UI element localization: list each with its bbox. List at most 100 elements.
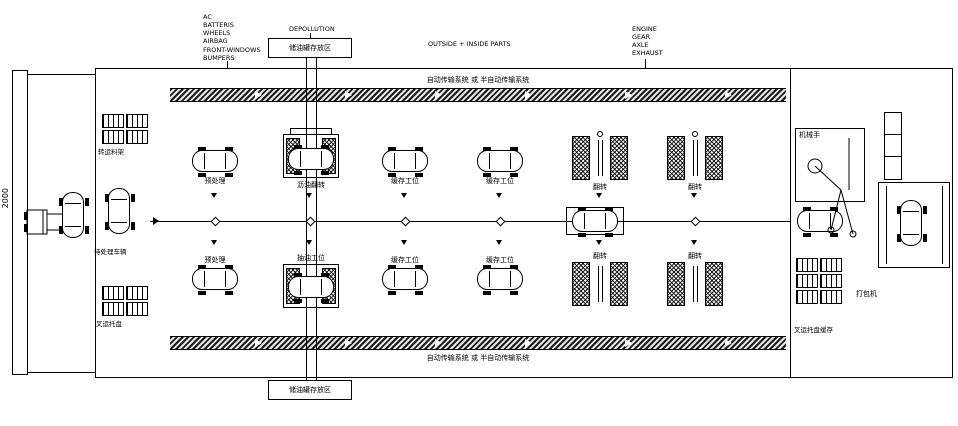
flow-triangle-icon — [596, 240, 602, 245]
oil-tank-storage-bottom-label: 储油罐存放区 — [289, 386, 331, 394]
tilter-hatch-block — [705, 262, 723, 306]
rack-top-label: 转运料架 — [98, 148, 124, 156]
car-icon — [288, 145, 334, 170]
tilter-hatch-block — [610, 262, 628, 306]
tilter-post — [602, 140, 603, 176]
tilter-hatch-block — [572, 136, 590, 180]
dimension-left-height: 2000 — [1, 188, 10, 209]
car-icon — [897, 200, 922, 246]
conveyor-bottom-label: 自动传输系统 或 半自动传输系统 — [426, 354, 530, 362]
pallet-rack-icon — [102, 130, 124, 144]
flow-triangle-icon — [691, 240, 697, 245]
baler-column-divider — [884, 156, 902, 157]
tilter-hatch-block — [572, 262, 590, 306]
baler-inner-line — [942, 186, 943, 264]
leader-line — [227, 61, 228, 68]
leader-line — [310, 33, 311, 38]
pallet-rack-icon — [796, 258, 818, 272]
car-icon — [192, 147, 238, 172]
oil-pipe-line — [316, 58, 317, 380]
section-divider — [790, 68, 791, 378]
tilter-hatch-block — [667, 262, 685, 306]
baler-column-divider — [884, 134, 902, 135]
pallet-rack-icon — [796, 290, 818, 304]
workshop-outline — [95, 68, 953, 378]
station-label: 缓存工位 — [486, 256, 514, 264]
flow-triangle-icon — [306, 193, 312, 198]
robot-arm-icon — [807, 138, 857, 238]
belt-arrow-icon — [625, 91, 632, 99]
tilter-hatch-block — [667, 136, 685, 180]
belt-arrow-icon — [725, 91, 732, 99]
car-icon — [59, 192, 84, 238]
station-label: 翻转 — [688, 183, 702, 191]
tilter-hatch-block — [705, 136, 723, 180]
robot-label: 机械手 — [799, 131, 820, 139]
car-icon — [192, 265, 238, 290]
leader-line — [645, 59, 646, 68]
station-label: 翻转 — [688, 252, 702, 260]
car-icon — [572, 207, 618, 232]
belt-arrow-icon — [255, 91, 262, 99]
car-icon — [105, 188, 130, 234]
flow-triangle-icon — [496, 240, 502, 245]
belt-arrow-icon — [435, 91, 442, 99]
flow-triangle-icon — [401, 240, 407, 245]
tilter-post — [598, 266, 599, 302]
robot-cell — [795, 128, 865, 202]
pallet-rack-icon — [126, 130, 148, 144]
wall-connector-bottom — [28, 372, 95, 373]
belt-arrow-icon — [345, 339, 352, 347]
tilter-hatch-block — [610, 136, 628, 180]
annotation-top-right-parts: ENGINE GEAR AXLE EXHAUST — [632, 25, 663, 58]
belt-arrow-icon — [725, 339, 732, 347]
pallet-rack-icon — [820, 258, 842, 272]
belt-arrow-icon — [625, 339, 632, 347]
station-label: 预处理 — [204, 256, 226, 264]
flow-triangle-icon — [401, 193, 407, 198]
pallet-rack-icon — [820, 290, 842, 304]
baler-inner-line — [886, 186, 887, 264]
center-axis-line — [150, 221, 790, 222]
tilter-post — [697, 266, 698, 302]
annotation-top-left-parts: AC BATTERIS WHEELS AIRBAG FRONT-WINDOWS … — [203, 13, 261, 62]
tilter-post — [598, 140, 599, 176]
oil-tank-storage-top-label: 储油罐存放区 — [289, 44, 331, 52]
station-label: 沥油翻转 — [297, 181, 325, 189]
pallet-rack-icon — [102, 114, 124, 128]
pallet-rack-icon — [102, 302, 124, 316]
station-label: 翻转 — [593, 252, 607, 260]
oil-extract-frame — [283, 264, 339, 308]
forklift-icon — [24, 209, 62, 235]
axis-arrow-icon — [153, 217, 159, 225]
station-label: 缓存工位 — [486, 177, 514, 185]
car-icon — [382, 147, 428, 172]
tilter-pivot-icon — [692, 131, 698, 137]
car-icon — [382, 265, 428, 290]
station-label: 预处理 — [204, 177, 226, 185]
flow-triangle-icon — [211, 240, 217, 245]
tilter-post — [693, 266, 694, 302]
pallet-rack-icon — [102, 286, 124, 300]
axis-transfer-station — [566, 207, 624, 235]
belt-arrow-icon — [525, 339, 532, 347]
car-icon — [288, 273, 334, 298]
belt-arrow-icon — [525, 91, 532, 99]
oil-tank-storage-bottom: 储油罐存放区 — [268, 380, 352, 400]
station-label: 缓存工位 — [391, 256, 419, 264]
belt-arrow-icon — [345, 91, 352, 99]
pallet-rack-icon — [126, 286, 148, 300]
flow-triangle-icon — [306, 240, 312, 245]
station-label: 翻转 — [593, 183, 607, 191]
pallet-rack-icon — [126, 114, 148, 128]
car-icon — [477, 265, 523, 290]
conveyor-top-label: 自动传输系统 或 半自动传输系统 — [426, 76, 530, 84]
tilter-post — [697, 140, 698, 176]
belt-arrow-icon — [435, 339, 442, 347]
vehicles-label: 待处理车辆 — [94, 248, 127, 256]
wall-connector-top — [28, 74, 95, 75]
tilter-post — [693, 140, 694, 176]
rack-bottom-label: 叉运托盘 — [96, 320, 122, 328]
baler-frame — [878, 182, 950, 268]
